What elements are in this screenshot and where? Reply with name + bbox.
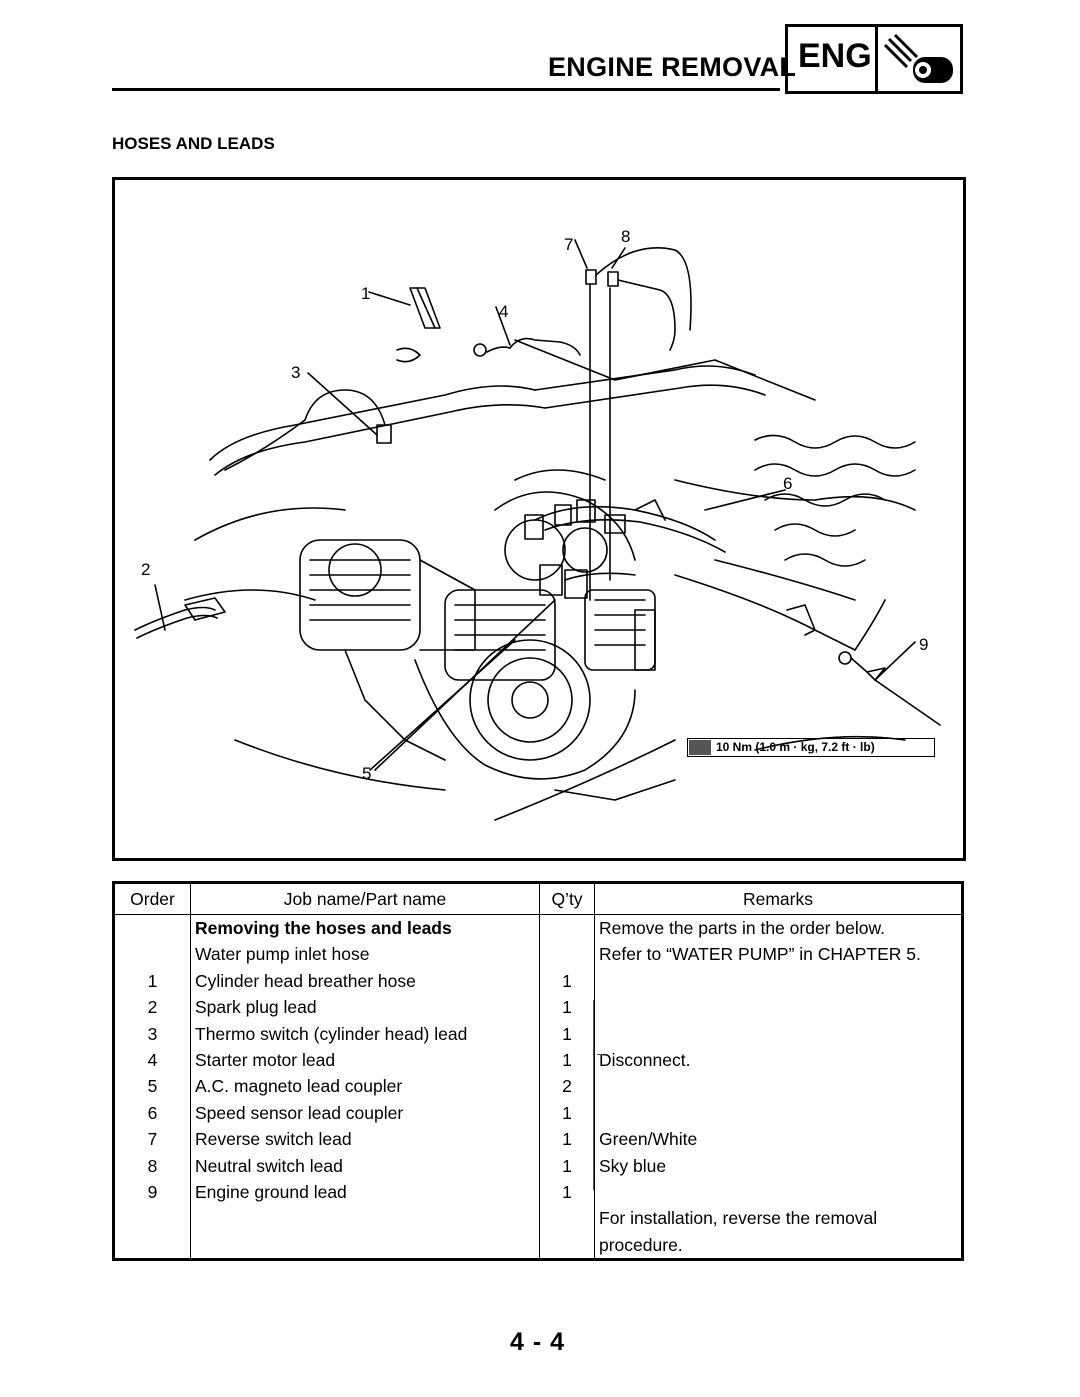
cell-job: Cylinder head breather hose bbox=[190, 967, 540, 995]
table-row: For installation, reverse the removal bbox=[113, 1205, 963, 1232]
cell-order: 9 bbox=[113, 1178, 191, 1206]
cell-order: 3 bbox=[113, 1020, 191, 1047]
header-rule bbox=[112, 88, 780, 91]
cell-qty: 1 bbox=[539, 967, 595, 995]
chapter-badge-label: ENG bbox=[798, 37, 872, 75]
callout-5: 5 bbox=[362, 764, 372, 783]
table-row: 7 Reverse switch lead 1 Green/White bbox=[113, 1126, 963, 1153]
table-row: 6 Speed sensor lead coupler 1 bbox=[113, 1099, 963, 1127]
callout-1: 1 bbox=[361, 284, 371, 303]
cell-qty: 1 bbox=[539, 1099, 595, 1127]
engine-diagram: 1 2 3 4 5 6 7 8 9 10 Nm (1.0 m · kg, 7.2… bbox=[112, 177, 966, 861]
cell-job: Engine ground lead bbox=[190, 1178, 540, 1206]
table-row: Removing the hoses and leads Remove the … bbox=[113, 914, 963, 942]
cell-qty: 1 bbox=[539, 1126, 595, 1153]
table-row: 3 Thermo switch (cylinder head) lead 1 bbox=[113, 1020, 963, 1047]
table-header-row: Order Job name/Part name Q’ty Remarks bbox=[113, 882, 963, 915]
cell-remarks: Green/White bbox=[599, 1129, 698, 1150]
callout-4: 4 bbox=[499, 302, 509, 321]
cell-qty: 1 bbox=[539, 1020, 595, 1047]
cell-remarks: For installation, reverse the removal bbox=[599, 1208, 878, 1229]
table-row: procedure. bbox=[113, 1231, 963, 1260]
engine-icon bbox=[883, 33, 953, 83]
torque-wrench-icon bbox=[689, 740, 711, 755]
cell-order: 8 bbox=[113, 1152, 191, 1179]
cell-qty bbox=[539, 941, 595, 968]
table-row: 2 Spark plug lead 1 bbox=[113, 994, 963, 1021]
table-row: Water pump inlet hose Refer to “WATER PU… bbox=[113, 941, 963, 968]
callout-8: 8 bbox=[621, 227, 631, 246]
cell-job: Neutral switch lead bbox=[190, 1152, 540, 1179]
callout-2: 2 bbox=[141, 560, 151, 579]
header-order: Order bbox=[113, 882, 191, 915]
cell-job: Removing the hoses and leads bbox=[190, 914, 540, 942]
cell-remarks bbox=[595, 1179, 963, 1205]
section-heading: HOSES AND LEADS bbox=[112, 134, 275, 153]
cell-job: Thermo switch (cylinder head) lead bbox=[190, 1020, 540, 1047]
engine-illustration bbox=[134, 239, 941, 821]
callout-3: 3 bbox=[291, 363, 301, 382]
cell-order: 5 bbox=[113, 1073, 191, 1100]
header-remarks: Remarks bbox=[594, 882, 963, 915]
cell-qty bbox=[539, 914, 595, 942]
cell-job: Speed sensor lead coupler bbox=[190, 1099, 540, 1127]
remarks-bracket bbox=[593, 1000, 599, 1190]
cell-qty: 1 bbox=[539, 1178, 595, 1206]
cell-qty: 1 bbox=[539, 1152, 595, 1179]
cell-qty bbox=[539, 1205, 595, 1232]
cell-order: 6 bbox=[113, 1099, 191, 1127]
cell-remarks bbox=[595, 994, 963, 1020]
cell-job bbox=[190, 1205, 540, 1232]
header-qty: Q’ty bbox=[539, 882, 595, 915]
callout-7: 7 bbox=[564, 235, 574, 254]
cell-remarks: Remove the parts in the order below. bbox=[599, 918, 885, 938]
cell-job: Starter motor lead bbox=[190, 1046, 540, 1074]
cell-order bbox=[113, 941, 191, 968]
cell-job: Water pump inlet hose bbox=[190, 941, 540, 968]
cell-qty: 1 bbox=[539, 1046, 595, 1074]
cell-remarks: Sky blue bbox=[599, 1155, 667, 1176]
table-row: 4 Starter motor lead 1 Disconnect. bbox=[113, 1046, 963, 1074]
cell-remarks bbox=[595, 1100, 963, 1126]
cell-order bbox=[113, 1205, 191, 1232]
badge-divider bbox=[875, 27, 878, 91]
table-row: 8 Neutral switch lead 1 Sky blue bbox=[113, 1152, 963, 1179]
table-row: 1 Cylinder head breather hose 1 bbox=[113, 967, 963, 995]
callout-9: 9 bbox=[919, 635, 929, 654]
header-job: Job name/Part name bbox=[190, 882, 540, 915]
cell-qty: 1 bbox=[539, 994, 595, 1021]
cell-remarks: procedure. bbox=[599, 1234, 683, 1255]
cell-job bbox=[190, 1231, 540, 1260]
cell-remarks: Refer to “WATER PUMP” in CHAPTER 5. bbox=[599, 944, 921, 965]
cell-qty bbox=[539, 1231, 595, 1260]
chapter-badge: ENG bbox=[785, 24, 963, 94]
cell-remarks bbox=[595, 1021, 963, 1047]
table-row: 9 Engine ground lead 1 bbox=[113, 1178, 963, 1206]
cell-order: 7 bbox=[113, 1126, 191, 1153]
cell-order: 4 bbox=[113, 1046, 191, 1074]
remarks-bracket-tick bbox=[597, 1054, 603, 1055]
parts-table: Order Job name/Part name Q’ty Remarks Re… bbox=[112, 881, 964, 1262]
cell-qty: 2 bbox=[539, 1073, 595, 1100]
cell-job: Reverse switch lead bbox=[190, 1126, 540, 1153]
cell-remarks bbox=[595, 1073, 963, 1099]
cell-order bbox=[113, 1231, 191, 1260]
torque-spec-label: 10 Nm (1.0 m · kg, 7.2 ft · lb) bbox=[716, 740, 875, 754]
cell-order: 1 bbox=[113, 967, 191, 995]
page-title: ENGINE REMOVAL bbox=[548, 52, 797, 82]
cell-order bbox=[113, 914, 191, 942]
cell-job: Spark plug lead bbox=[190, 994, 540, 1021]
torque-spec: 10 Nm (1.0 m · kg, 7.2 ft · lb) bbox=[687, 738, 935, 757]
callout-6: 6 bbox=[783, 474, 793, 493]
cell-remarks: Disconnect. bbox=[599, 1049, 691, 1070]
cell-remarks bbox=[595, 968, 963, 994]
page-number: 4 - 4 bbox=[510, 1328, 566, 1356]
table-row: 5 A.C. magneto lead coupler 2 bbox=[113, 1073, 963, 1100]
cell-order: 2 bbox=[113, 994, 191, 1021]
cell-job: A.C. magneto lead coupler bbox=[190, 1073, 540, 1100]
